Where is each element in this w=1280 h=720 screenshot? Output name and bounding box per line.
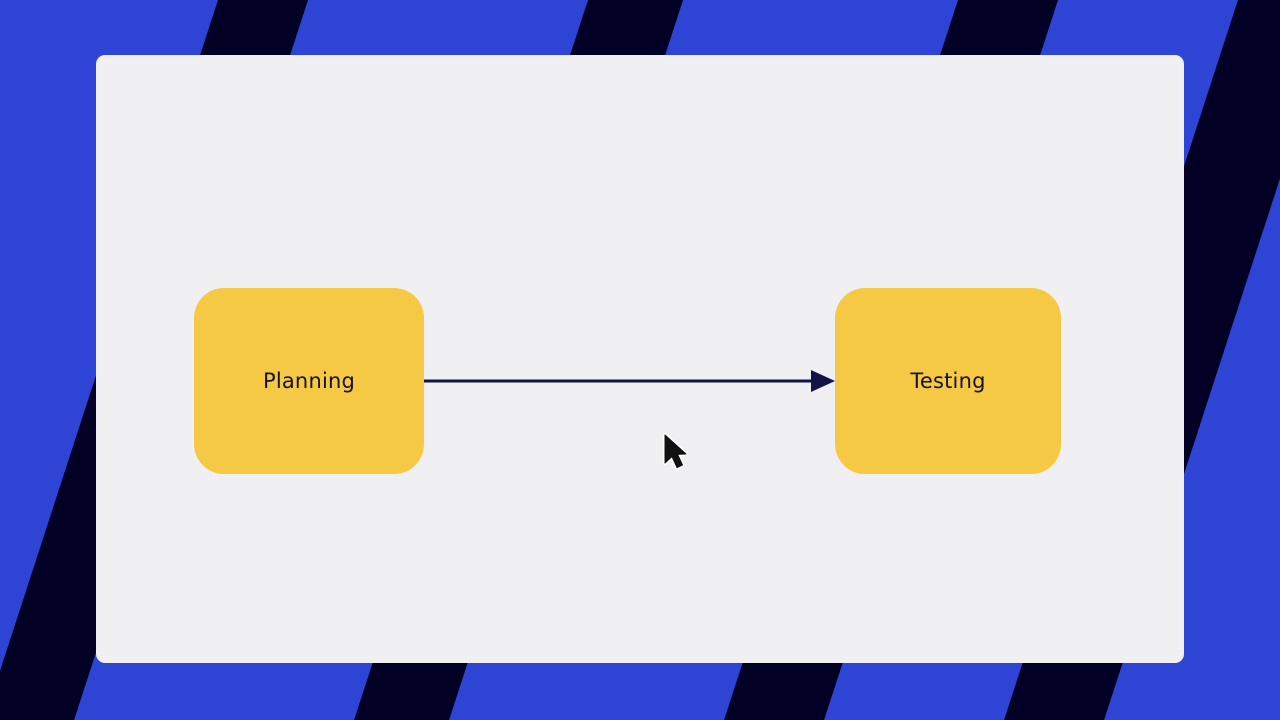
edge-arrowhead-icon — [811, 370, 835, 392]
node-planning-label: Planning — [262, 369, 356, 393]
edge-planning-to-testing[interactable] — [424, 370, 835, 392]
node-testing-label: Testing — [910, 369, 986, 393]
diagram-canvas[interactable]: Planning Testing — [96, 55, 1184, 663]
node-planning[interactable]: Planning — [194, 288, 424, 474]
node-testing[interactable]: Testing — [835, 288, 1061, 474]
